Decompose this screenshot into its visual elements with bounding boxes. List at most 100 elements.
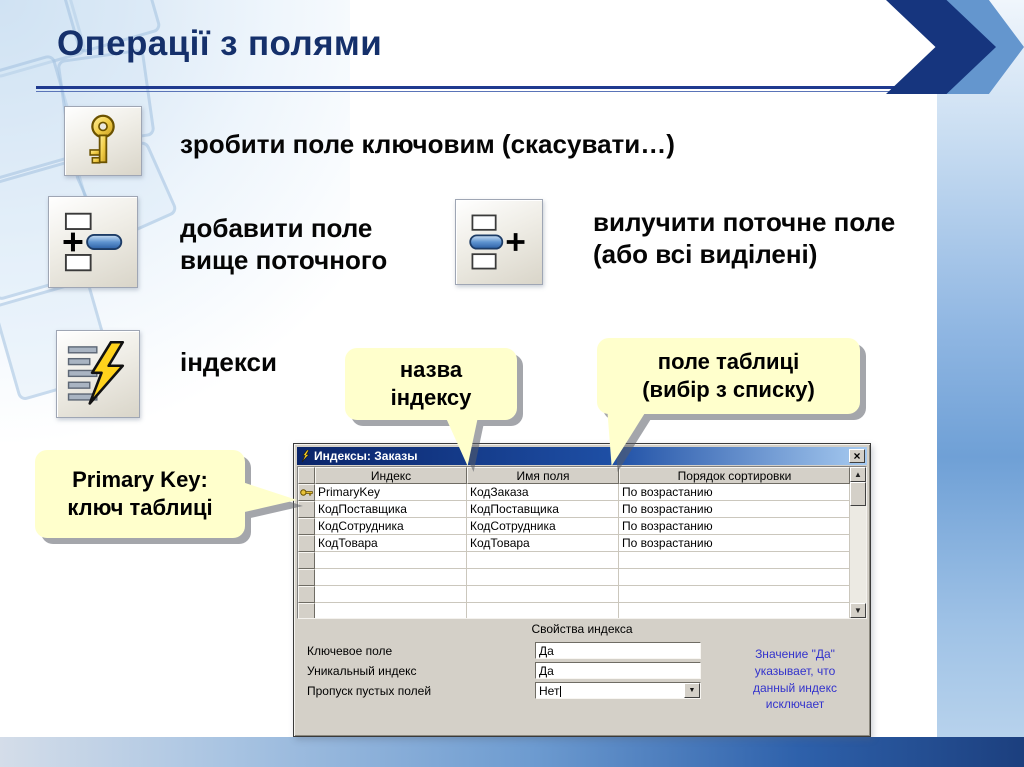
vertical-scrollbar[interactable]: ▲ ▼: [850, 467, 866, 618]
title-underline-thin: [36, 91, 933, 92]
row-selector[interactable]: [298, 552, 315, 569]
key-icon: [89, 114, 115, 164]
property-help-text: Значение "Да" указывает, что данный инде…: [753, 647, 837, 712]
grid-cell[interactable]: [619, 603, 850, 618]
row-selector[interactable]: [298, 484, 315, 501]
grid-cell[interactable]: [619, 569, 850, 586]
row-selector[interactable]: [298, 518, 315, 535]
primary-property-value: Да: [539, 644, 554, 658]
callout-text: Primary Key: ключ таблиці: [35, 450, 245, 538]
cell-index[interactable]: КодТовара: [315, 535, 467, 552]
callout-index-name: назва індексу: [345, 348, 517, 466]
grid-cell[interactable]: [619, 586, 850, 603]
callout-text: назва індексу: [345, 348, 517, 420]
operation-label-insert: добавити поле вище поточного: [180, 213, 388, 276]
insert-field-tool-image: [48, 196, 138, 288]
unique-property-input[interactable]: Да: [535, 662, 701, 679]
grid-header-index[interactable]: Индекс: [315, 467, 467, 484]
grid-cell[interactable]: [619, 552, 850, 569]
grid-cell[interactable]: [315, 586, 467, 603]
cell-field[interactable]: КодТовара: [467, 535, 619, 552]
table-row-empty[interactable]: [298, 569, 850, 586]
operation-label-key: зробити поле ключовим (скасувати…): [180, 129, 675, 159]
row-selector[interactable]: [298, 586, 315, 603]
row-selector[interactable]: [298, 603, 315, 618]
table-row-empty[interactable]: [298, 603, 850, 618]
property-row: Уникальный индекс Да: [307, 662, 867, 679]
window-titlebar[interactable]: Индексы: Заказы ×: [297, 447, 867, 465]
scroll-down-icon: ▼: [854, 606, 862, 615]
cell-order[interactable]: По возрастанию: [619, 535, 850, 552]
close-button[interactable]: ×: [849, 449, 865, 463]
grid-cell[interactable]: [315, 552, 467, 569]
cell-field[interactable]: КодСотрудника: [467, 518, 619, 535]
callout-tail: [237, 480, 297, 514]
callout-text: поле таблиці (вибір з списку): [597, 338, 860, 414]
close-icon: ×: [853, 449, 861, 463]
grid-header-row: Индекс Имя поля Порядок сортировки: [298, 467, 850, 484]
cell-field[interactable]: КодПоставщика: [467, 501, 619, 518]
property-label: Пропуск пустых полей: [307, 683, 432, 698]
lightning-icon: [301, 449, 310, 462]
title-underline: [36, 86, 933, 89]
table-row[interactable]: КодПоставщика КодПоставщика По возрастан…: [298, 501, 850, 518]
index-properties-panel: Ключевое поле Да Уникальный индекс Да Пр…: [297, 642, 867, 738]
row-selector[interactable]: [298, 569, 315, 586]
selector-header-cell[interactable]: [298, 467, 315, 484]
table-row[interactable]: КодТовара КодТовара По возрастанию: [298, 535, 850, 552]
property-row: Ключевое поле Да: [307, 642, 867, 659]
cell-order[interactable]: По возрастанию: [619, 484, 850, 501]
cell-index[interactable]: КодПоставщика: [315, 501, 467, 518]
text-caret: [560, 685, 562, 697]
table-row-empty[interactable]: [298, 552, 850, 569]
cell-index[interactable]: PrimaryKey: [315, 484, 467, 501]
scroll-up-button[interactable]: ▲: [850, 467, 866, 482]
primary-property-input[interactable]: Да: [535, 642, 701, 659]
grid-cell[interactable]: [467, 552, 619, 569]
cell-order[interactable]: По возрастанию: [619, 518, 850, 535]
chevron-down-icon: ▼: [688, 687, 696, 694]
window-title: Индексы: Заказы: [314, 449, 418, 463]
properties-section-title: Свойства индекса: [531, 622, 633, 636]
grid-header-field[interactable]: Имя поля: [467, 467, 619, 484]
right-gradient-band: [937, 0, 1024, 737]
property-label: Ключевое поле: [307, 643, 393, 658]
grid-cell[interactable]: [467, 569, 619, 586]
table-row[interactable]: PrimaryKey КодЗаказа По возрастанию: [298, 484, 850, 501]
primary-key-icon: [300, 489, 313, 496]
scroll-thumb[interactable]: [850, 482, 866, 506]
callout-primary-key: Primary Key: ключ таблиці: [35, 450, 297, 538]
index-table: Индекс Имя поля Порядок сортировки Prima…: [297, 466, 867, 619]
grid-cell[interactable]: [467, 603, 619, 618]
table-row[interactable]: КодСотрудника КодСотрудника По возрастан…: [298, 518, 850, 535]
indexes-icon: [67, 341, 125, 405]
cell-order[interactable]: По возрастанию: [619, 501, 850, 518]
scroll-down-button[interactable]: ▼: [850, 603, 866, 618]
row-selector[interactable]: [298, 501, 315, 518]
dropdown-button[interactable]: ▼: [684, 683, 700, 698]
operation-label-delete: вилучити поточне поле (або всі виділені): [593, 207, 896, 270]
bottom-gradient-bar: [0, 737, 1024, 767]
grid-cell[interactable]: [315, 603, 467, 618]
ignore-nulls-property-input[interactable]: Нет ▼: [535, 682, 701, 699]
callout-table-field: поле таблиці (вибір з списку): [597, 338, 860, 466]
delete-rows-icon: [469, 214, 525, 270]
indexes-tool-image: [56, 330, 140, 418]
insert-rows-icon: [63, 212, 123, 272]
table-row-empty[interactable]: [298, 586, 850, 603]
index-grid: Индекс Имя поля Порядок сортировки Prima…: [298, 467, 850, 618]
cell-field[interactable]: КодЗаказа: [467, 484, 619, 501]
grid-cell[interactable]: [315, 569, 467, 586]
key-tool-image: [64, 106, 142, 176]
unique-property-value: Да: [539, 664, 554, 678]
grid-header-order[interactable]: Порядок сортировки: [619, 467, 850, 484]
delete-field-tool-image: [455, 199, 543, 285]
page-title: Операції з полями: [57, 24, 383, 63]
operation-label-indexes: індекси: [180, 347, 278, 377]
ignore-nulls-property-value: Нет: [539, 684, 560, 698]
access-indexes-window: Индексы: Заказы × Индекс Имя поля Порядо…: [293, 443, 871, 737]
cell-index[interactable]: КодСотрудника: [315, 518, 467, 535]
row-selector[interactable]: [298, 535, 315, 552]
grid-cell[interactable]: [467, 586, 619, 603]
